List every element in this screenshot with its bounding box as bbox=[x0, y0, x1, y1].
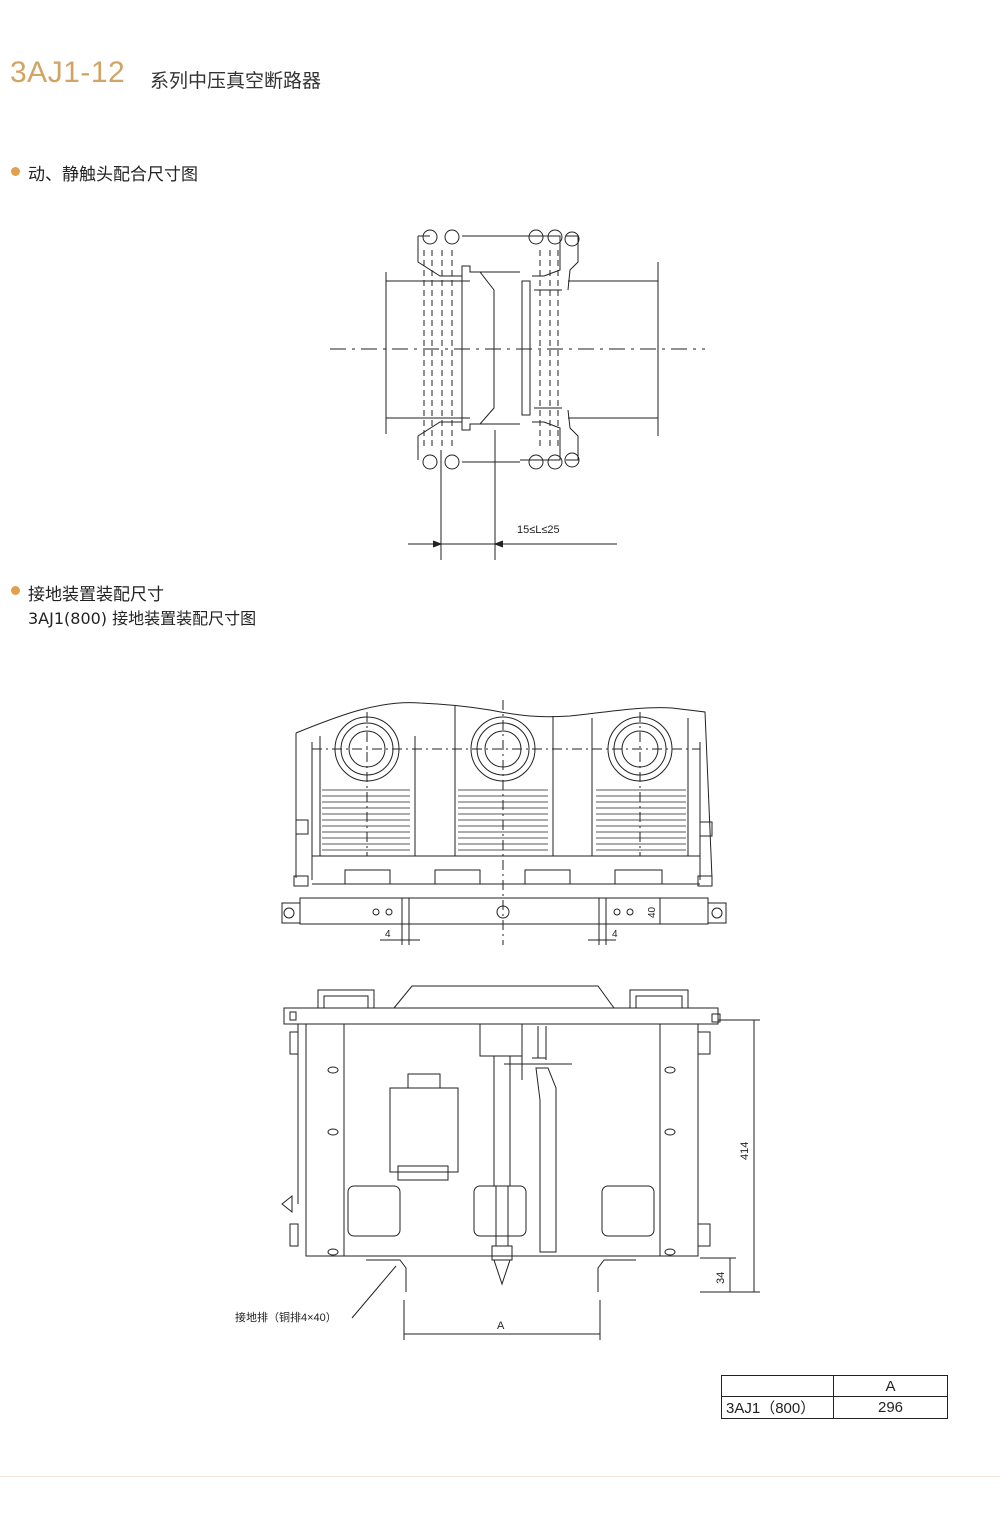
dim-a-label: A bbox=[497, 1320, 505, 1332]
dim-height-40: 40 bbox=[647, 906, 658, 918]
table-cell: 296 bbox=[833, 1396, 948, 1419]
product-name: 系列中压真空断路器 bbox=[150, 70, 322, 92]
product-model: 3AJ1-12 bbox=[10, 56, 126, 89]
footer-divider bbox=[0, 1476, 1000, 1477]
table-cell: 3AJ1（800） bbox=[721, 1396, 834, 1419]
dimension-table: A 3AJ1（800） 296 bbox=[721, 1375, 948, 1419]
grounding-side-view: 414 34 A 接地排（铜排4×40） bbox=[235, 985, 760, 1340]
contact-fit-diagram: 15≤L≤25 bbox=[330, 229, 705, 560]
dim-left-4: 4 bbox=[385, 929, 391, 940]
bullet-icon bbox=[11, 586, 20, 595]
section-subtitle-grounding: 3AJ1(800) 接地装置装配尺寸图 bbox=[28, 609, 257, 628]
ground-bar-label: 接地排（铜排4×40） bbox=[235, 1310, 337, 1324]
dim-34-label: 34 bbox=[715, 1272, 727, 1284]
section-title-grounding: 接地装置装配尺寸 bbox=[28, 585, 164, 605]
dimension-l-label: 15≤L≤25 bbox=[517, 524, 560, 536]
bullet-icon bbox=[11, 167, 20, 176]
dim-414-label: 414 bbox=[739, 1142, 751, 1160]
table-header-cell bbox=[721, 1375, 834, 1397]
section-title-contacts: 动、静触头配合尺寸图 bbox=[28, 165, 198, 185]
table-header-row: A bbox=[721, 1375, 948, 1397]
dim-right-4: 4 bbox=[612, 929, 618, 940]
table-row: 3AJ1（800） 296 bbox=[721, 1396, 948, 1419]
grounding-front-view: 4 4 40 bbox=[281, 700, 727, 945]
table-header-cell: A bbox=[833, 1375, 948, 1397]
